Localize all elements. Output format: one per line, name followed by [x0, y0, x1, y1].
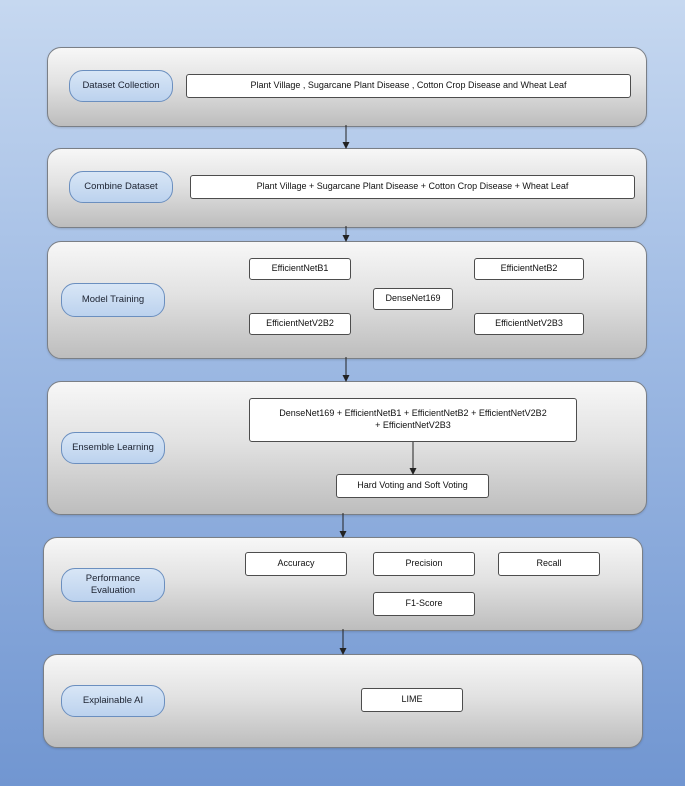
model-densenet169: DenseNet169: [373, 288, 453, 310]
model-efficientnet-b1: EfficientNetB1: [249, 258, 351, 280]
stage-label-model-training: Model Training: [61, 283, 165, 317]
metric-recall: Recall: [498, 552, 600, 576]
stage-label-combine-dataset: Combine Dataset: [69, 171, 173, 203]
metric-f1-score: F1-Score: [373, 592, 475, 616]
model-efficientnet-v2b2: EfficientNetV2B2: [249, 313, 351, 335]
performance-label-line-2: Evaluation: [90, 585, 136, 596]
dataset-sources-box: Plant Village , Sugarcane Plant Disease …: [186, 74, 631, 98]
ensemble-line-2: + EfficientNetV2B3: [375, 420, 451, 430]
model-efficientnet-v2b3: EfficientNetV2B3: [474, 313, 584, 335]
stage-label-performance-evaluation: Performance Evaluation: [61, 568, 165, 602]
performance-label-line-1: Performance: [85, 573, 141, 585]
model-efficientnet-b2: EfficientNetB2: [474, 258, 584, 280]
stage-label-explainable-ai: Explainable AI: [61, 685, 165, 717]
method-lime: LIME: [361, 688, 463, 712]
ensemble-models-box: DenseNet169 + EfficientNetB1 + Efficient…: [249, 398, 577, 442]
stage-label-ensemble-learning: Ensemble Learning: [61, 432, 165, 464]
metric-accuracy: Accuracy: [245, 552, 347, 576]
stage-label-dataset-collection: Dataset Collection: [69, 70, 173, 102]
ensemble-line-1: DenseNet169 + EfficientNetB1 + Efficient…: [279, 408, 547, 419]
metric-precision: Precision: [373, 552, 475, 576]
combined-dataset-box: Plant Village + Sugarcane Plant Disease …: [190, 175, 635, 199]
